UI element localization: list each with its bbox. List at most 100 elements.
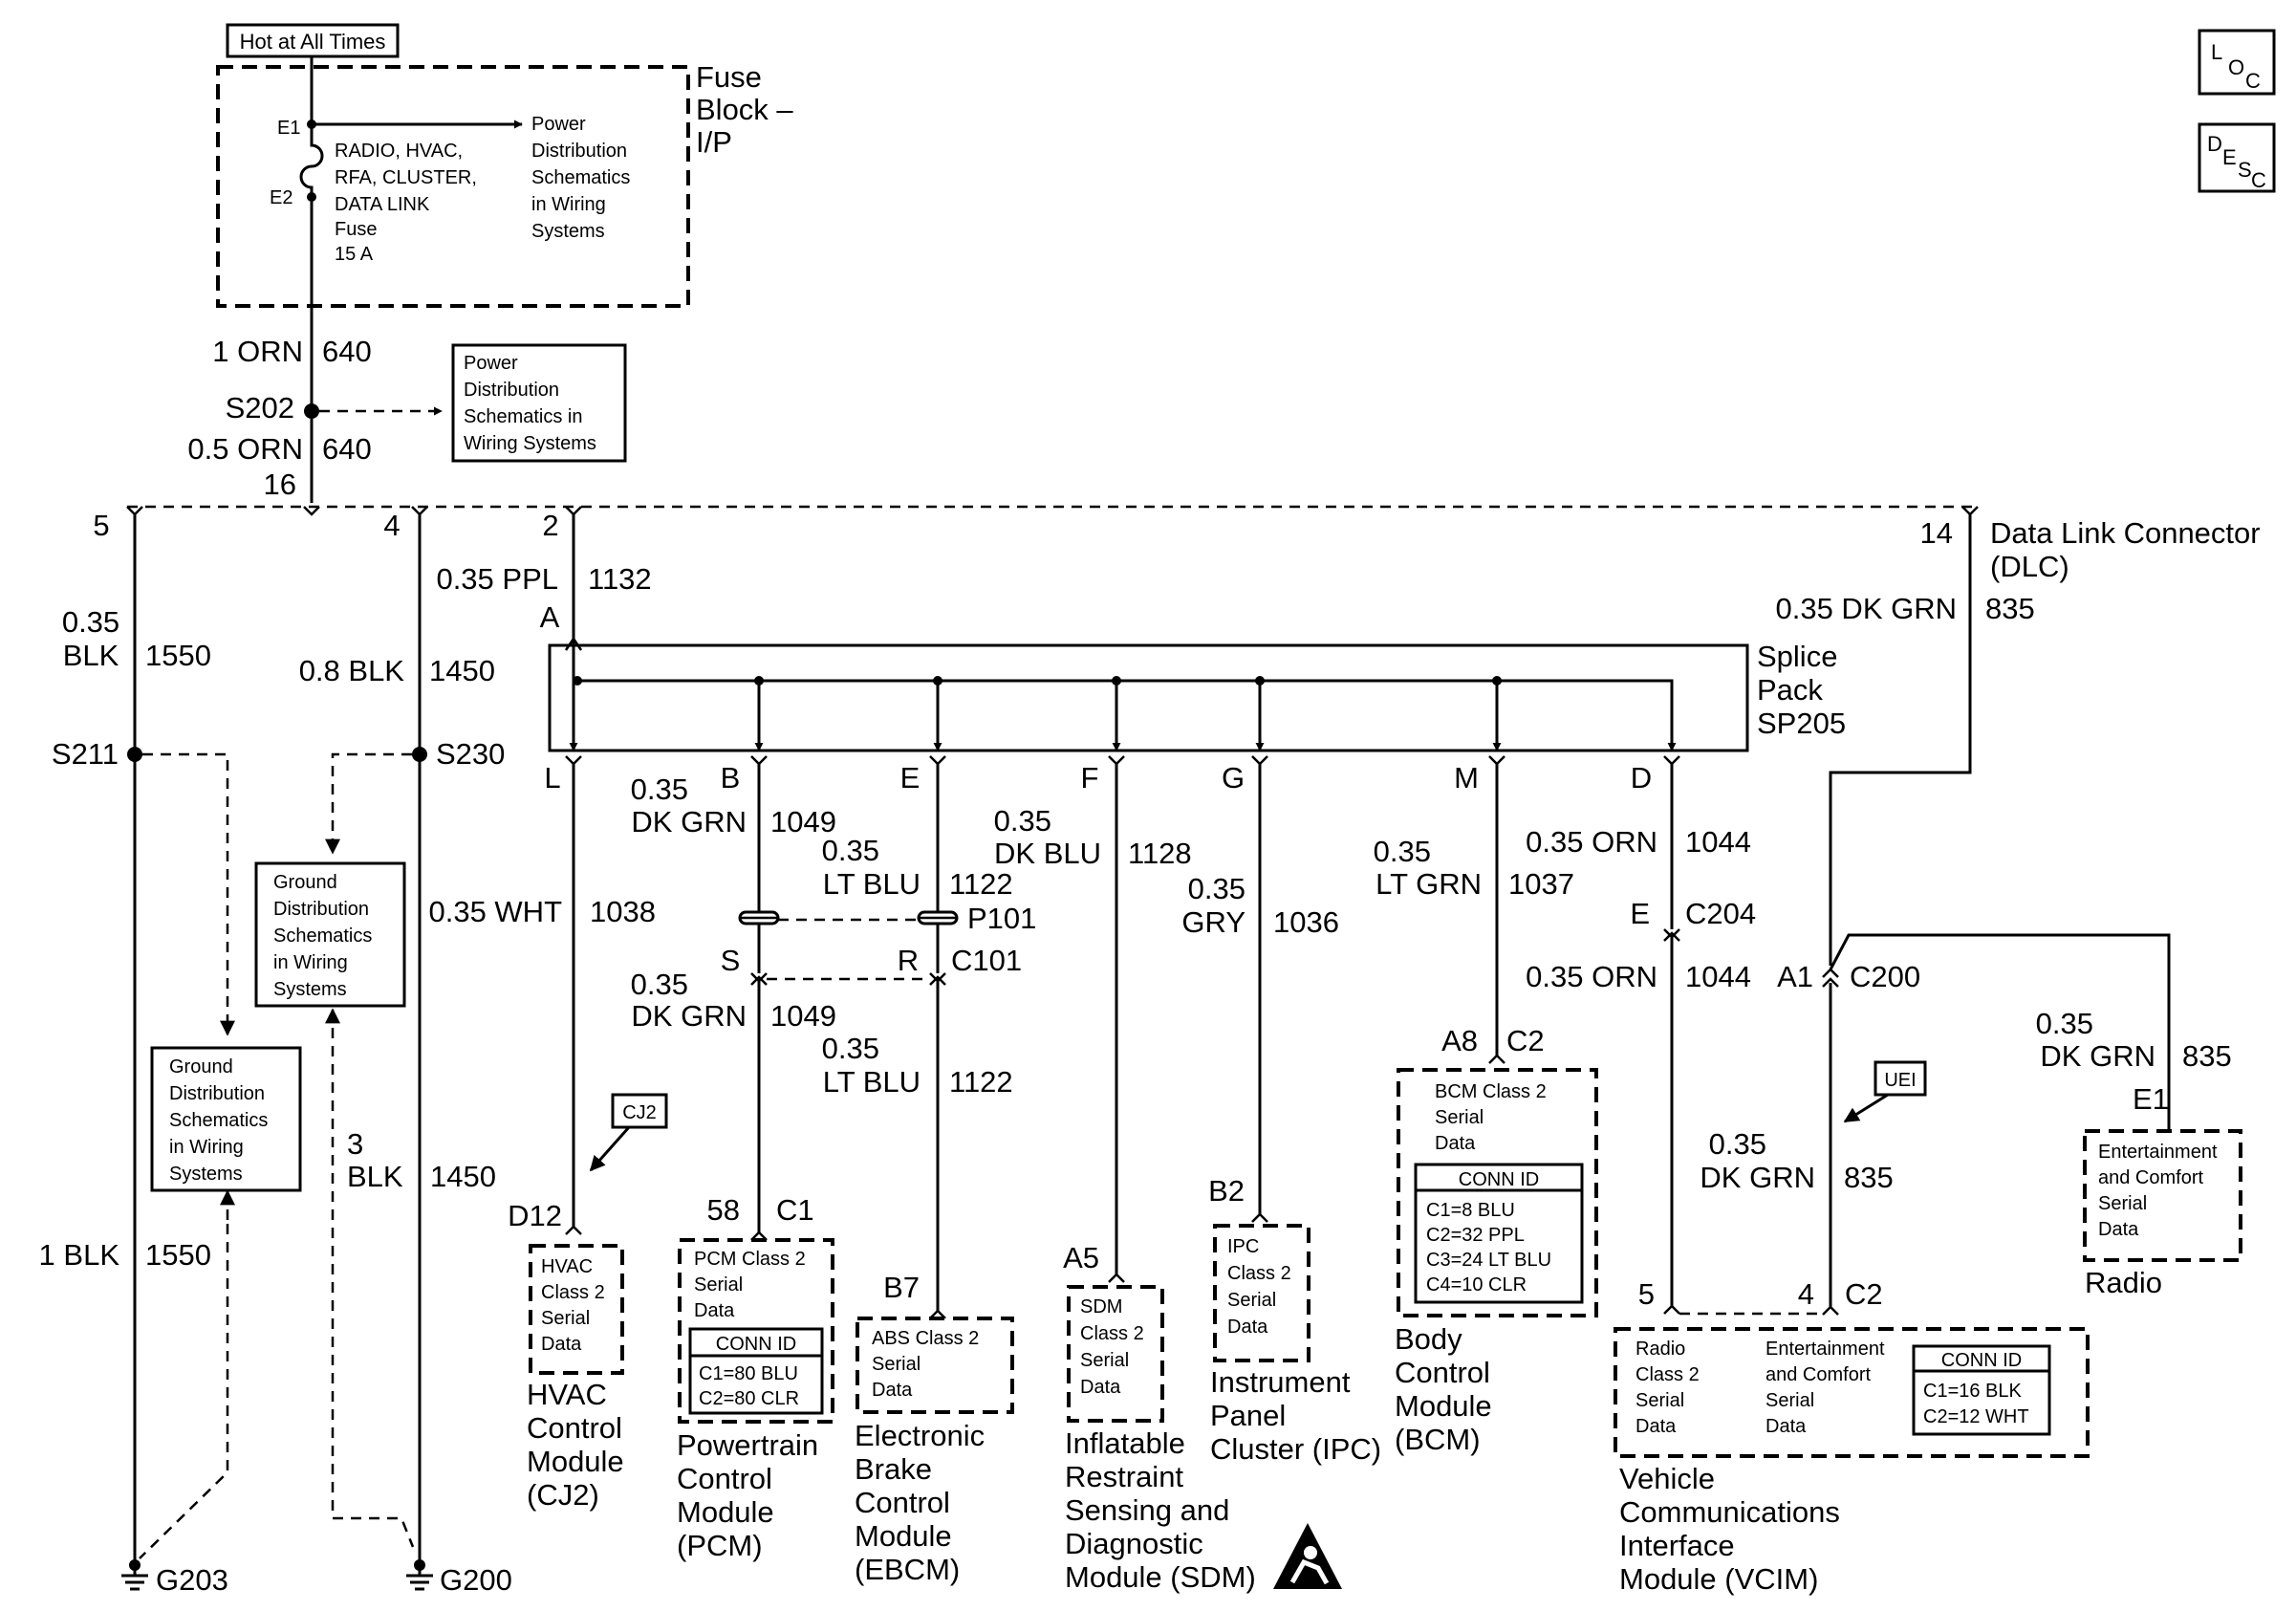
svg-text:E: E	[2222, 145, 2237, 169]
ebcm-name-4: Module	[855, 1519, 952, 1553]
svg-text:1122: 1122	[949, 867, 1013, 901]
power-wire1-circuit: 640	[322, 335, 372, 368]
sdm-name-5: Module (SDM)	[1065, 1560, 1256, 1594]
svg-text:0.35: 0.35	[1374, 835, 1431, 868]
svg-text:DK GRN: DK GRN	[1700, 1161, 1815, 1194]
c101-label: C101	[951, 944, 1022, 977]
c204-label: C204	[1685, 897, 1756, 930]
svg-text:1037: 1037	[1508, 867, 1574, 901]
uei-ref-tag[interactable]	[1874, 1060, 1927, 1097]
radio-module-box: Entertainment and Comfort Serial Data	[2083, 1129, 2242, 1262]
svg-text:835: 835	[2182, 1039, 2232, 1073]
radio-name: Radio	[2085, 1266, 2162, 1299]
svg-text:SDM: SDM	[1080, 1296, 1122, 1317]
svg-text:0.35: 0.35	[631, 773, 688, 806]
svg-text:Entertainment: Entertainment	[1765, 1339, 1885, 1360]
bcm-circuit: 0.35 LT GRN 1037 A8 C2	[1374, 764, 1574, 1064]
svg-text:CONN ID: CONN ID	[716, 1334, 796, 1355]
svg-text:Class 2: Class 2	[1635, 1364, 1700, 1385]
svg-text:C1=16 BLK: C1=16 BLK	[1923, 1381, 2023, 1402]
fuse-name-1: RADIO, HVAC,	[335, 141, 463, 162]
svg-text:0.35: 0.35	[1188, 872, 1245, 905]
power-wire2-circuit: 640	[322, 432, 372, 466]
svg-text:1450: 1450	[430, 1160, 496, 1193]
svg-text:Schematics in: Schematics in	[464, 406, 583, 427]
fuse-block-outline	[216, 65, 690, 308]
svg-text:Schematics: Schematics	[169, 1110, 268, 1131]
svg-text:1132: 1132	[588, 562, 652, 596]
svg-text:1049: 1049	[770, 999, 836, 1033]
bcm-conn-id-table	[1414, 1163, 1584, 1304]
svg-text:Ground: Ground	[169, 1056, 233, 1078]
svg-text:Ground: Ground	[273, 872, 337, 893]
pcm-pin-58: 58	[707, 1193, 740, 1227]
svg-text:0.35: 0.35	[822, 1032, 879, 1065]
dlc-title-2: (DLC)	[1990, 550, 2069, 583]
svg-text:PCM Class 2: PCM Class 2	[694, 1249, 806, 1270]
bcm-pin-a8: A8	[1441, 1024, 1478, 1057]
vcim-pin-a1: A1	[1777, 960, 1813, 993]
ebcm-name-5: (EBCM)	[855, 1553, 960, 1586]
svg-text:Data: Data	[1635, 1416, 1677, 1437]
svg-text:3: 3	[347, 1127, 363, 1161]
svg-text:C1=8 BLU: C1=8 BLU	[1426, 1200, 1515, 1221]
s230-label: S230	[436, 737, 505, 771]
pcm-name-4: (PCM)	[677, 1529, 763, 1562]
pcm-name-2: Control	[677, 1462, 772, 1495]
ebcm-circuit: 0.35 LT BLU 1122 P101 R C101 0.35 LT BLU…	[767, 764, 1036, 1319]
svg-text:Data: Data	[2098, 1219, 2139, 1240]
vcim-conn-e: E	[1630, 897, 1650, 930]
svg-text:0.35 ORN: 0.35 ORN	[1526, 825, 1657, 859]
fuse-block-title-2: Block –	[696, 93, 793, 126]
fuse-e1-label: E1	[277, 118, 300, 139]
desc-icon[interactable]: D E S C	[2198, 122, 2276, 193]
ground-left-circuit: 0.35 BLK 1550 S211 1 BLK 1550 G203	[39, 514, 235, 1597]
svg-text:1044: 1044	[1685, 825, 1751, 859]
fuse-name-3: DATA LINK	[335, 194, 430, 215]
svg-text:1038: 1038	[590, 895, 656, 928]
fuse-e2-label: E2	[270, 187, 292, 208]
svg-text:Class 2: Class 2	[1227, 1263, 1291, 1284]
pd-ref-2: Distribution	[531, 141, 627, 162]
vcim-circuit: 0.35 ORN 1044 E C204 0.35 ORN 1044 0.35 …	[1526, 514, 2171, 1316]
pcm-connector-c1: C1	[776, 1193, 814, 1227]
bcm-name-2: Control	[1395, 1356, 1490, 1389]
svg-text:C: C	[2251, 168, 2266, 192]
sdm-pin-a5: A5	[1063, 1241, 1099, 1274]
loc-icon[interactable]: L O C	[2198, 29, 2276, 96]
hvac-name-4: (CJ2)	[527, 1478, 599, 1512]
svg-text:Serial: Serial	[1080, 1350, 1129, 1371]
hvac-name-2: Control	[527, 1411, 622, 1445]
s211-label: S211	[52, 737, 119, 771]
svg-text:1044: 1044	[1685, 960, 1751, 993]
svg-text:0.35: 0.35	[631, 968, 688, 1001]
svg-text:Data: Data	[1435, 1133, 1476, 1154]
svg-text:Data: Data	[541, 1334, 582, 1355]
svg-text:Wiring Systems: Wiring Systems	[464, 433, 596, 454]
cj2-ref-tag[interactable]	[611, 1093, 668, 1129]
svg-text:0.8 BLK: 0.8 BLK	[299, 654, 405, 687]
dlc-title-1: Data Link Connector	[1990, 516, 2261, 550]
svg-text:C: C	[2245, 69, 2261, 93]
fuse-block-title-3: I/P	[696, 125, 732, 159]
power-wire1-gauge: 1 ORN	[212, 335, 303, 368]
svg-text:1036: 1036	[1273, 905, 1339, 939]
p101-label: P101	[967, 902, 1036, 935]
hot-at-all-times-tag: Hot at All Times	[226, 23, 400, 58]
sdm-circuit: 0.35 DK BLU 1128 A5	[994, 764, 1192, 1283]
sp205-pin-l: L	[544, 761, 560, 795]
svg-text:Serial: Serial	[1765, 1390, 1814, 1411]
power-feed: 1 ORN 640 S202 0.5 ORN 640 16	[187, 197, 443, 503]
svg-text:C2=12 WHT: C2=12 WHT	[1923, 1406, 2029, 1427]
svg-text:Radio: Radio	[1635, 1339, 1685, 1360]
svg-text:CONN ID: CONN ID	[1459, 1169, 1539, 1190]
svg-text:835: 835	[1985, 592, 2035, 625]
svg-text:BLK: BLK	[347, 1160, 403, 1193]
svg-text:Pack: Pack	[1757, 673, 1823, 707]
svg-text:C3=24 LT BLU: C3=24 LT BLU	[1426, 1250, 1551, 1271]
hvac-name-1: HVAC	[527, 1378, 607, 1411]
svg-text:L: L	[2211, 40, 2222, 64]
power-distribution-box: Power Distribution Schematics in Wiring …	[451, 343, 627, 463]
ebcm-pin-b7: B7	[883, 1271, 920, 1304]
svg-text:0.35: 0.35	[2036, 1007, 2093, 1040]
